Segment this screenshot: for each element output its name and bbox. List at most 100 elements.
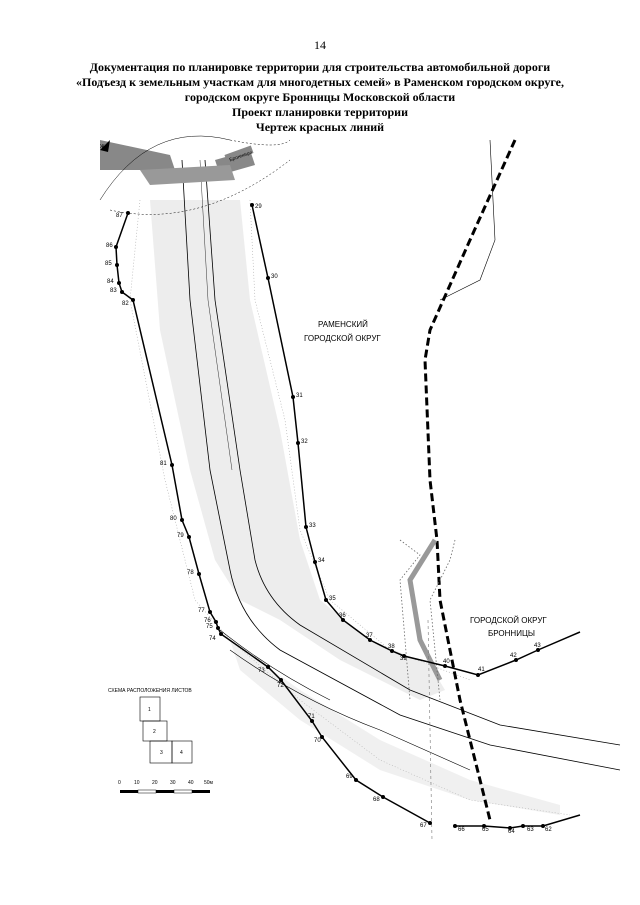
point-label-64: 64 xyxy=(508,829,515,835)
point-marker-30 xyxy=(266,276,270,280)
bronnitsy-label-1: ГОРОДСКОЙ ОКРУГ xyxy=(470,616,547,625)
point-label-81: 81 xyxy=(160,461,167,467)
point-label-82: 82 xyxy=(122,301,129,307)
point-marker-37 xyxy=(368,638,372,642)
ditch xyxy=(399,538,456,841)
title-line-3: городском округе Бронницы Московской обл… xyxy=(184,90,456,104)
point-marker-69 xyxy=(354,778,358,782)
point-label-69: 69 xyxy=(346,774,353,780)
point-marker-64 xyxy=(508,826,512,830)
point-label-39: 39 xyxy=(400,656,407,662)
point-label-38: 38 xyxy=(388,644,395,650)
title-line-4: Проект планировки территории xyxy=(231,105,409,119)
point-label-87: 87 xyxy=(116,213,123,219)
construction-zone xyxy=(150,200,560,815)
point-label-68: 68 xyxy=(373,797,380,803)
point-label-72: 72 xyxy=(277,683,284,689)
scale-tick-50: 50м xyxy=(204,780,214,786)
point-label-71: 71 xyxy=(308,714,315,720)
point-marker-75 xyxy=(216,626,220,630)
point-label-76: 76 xyxy=(204,618,211,624)
point-label-36: 36 xyxy=(339,613,346,619)
ramensky-label-2: ГОРОДСКОЙ ОКРУГ xyxy=(304,334,381,343)
point-marker-77 xyxy=(208,610,212,614)
point-marker-87 xyxy=(126,211,130,215)
point-label-67: 67 xyxy=(420,823,427,829)
point-label-66: 66 xyxy=(458,827,465,833)
point-marker-65 xyxy=(482,824,486,828)
point-label-73: 73 xyxy=(258,668,265,674)
point-label-83: 83 xyxy=(110,288,117,294)
point-marker-85 xyxy=(115,263,119,267)
point-label-63: 63 xyxy=(527,827,534,833)
point-marker-63 xyxy=(521,824,525,828)
point-label-78: 78 xyxy=(187,570,194,576)
point-marker-80 xyxy=(180,518,184,522)
point-marker-86 xyxy=(114,245,118,249)
bronnitsy-label-2: БРОННИЦЫ xyxy=(488,629,535,638)
sheet-1: 1 xyxy=(148,707,151,713)
point-marker-67 xyxy=(428,821,432,825)
point-label-30: 30 xyxy=(271,274,278,280)
north-junction: Бронницы Ж xyxy=(99,135,291,215)
scale-bar: 0 10 20 30 40 50м xyxy=(118,780,214,794)
point-label-33: 33 xyxy=(309,523,316,529)
municipal-boundary xyxy=(423,139,517,821)
ramensky-label-1: РАМЕНСКИЙ xyxy=(318,320,368,329)
point-label-29: 29 xyxy=(255,204,262,210)
north-label: Ж xyxy=(100,144,105,150)
point-markers: 8786858483828180797877767574737271706968… xyxy=(105,203,552,835)
point-label-79: 79 xyxy=(177,533,184,539)
point-marker-38 xyxy=(390,649,394,653)
point-marker-73 xyxy=(266,665,270,669)
scale-tick-20: 20 xyxy=(152,780,158,786)
point-marker-70 xyxy=(320,735,324,739)
document-title: Документация по планировке территории дл… xyxy=(40,60,600,135)
red-line-south xyxy=(455,814,581,829)
point-marker-36 xyxy=(341,618,345,622)
point-marker-71 xyxy=(310,719,314,723)
sheet-scheme: СХЕМА РАСПОЛОЖЕНИЯ ЛИСТОВ 1 2 3 4 xyxy=(108,688,192,764)
point-label-75: 75 xyxy=(206,624,213,630)
point-label-85: 85 xyxy=(105,261,112,267)
point-label-34: 34 xyxy=(318,558,325,564)
point-label-70: 70 xyxy=(314,738,321,744)
point-label-77: 77 xyxy=(198,608,205,614)
point-label-41: 41 xyxy=(478,667,485,673)
page-number: 14 xyxy=(314,38,326,52)
boundary-thin xyxy=(439,139,496,301)
point-marker-32 xyxy=(296,441,300,445)
point-label-62: 62 xyxy=(545,827,552,833)
scale-tick-40: 40 xyxy=(188,780,194,786)
point-marker-31 xyxy=(291,395,295,399)
point-marker-82 xyxy=(131,298,135,302)
point-marker-81 xyxy=(170,463,174,467)
point-label-84: 84 xyxy=(107,279,114,285)
point-marker-29 xyxy=(250,203,254,207)
point-marker-39 xyxy=(402,654,406,658)
point-marker-66 xyxy=(453,824,457,828)
title-line-1: Документация по планировке территории дл… xyxy=(89,60,551,74)
point-marker-84 xyxy=(117,281,121,285)
point-label-32: 32 xyxy=(301,439,308,445)
point-marker-79 xyxy=(187,535,191,539)
point-marker-33 xyxy=(304,525,308,529)
point-marker-83 xyxy=(120,290,124,294)
point-label-40: 40 xyxy=(443,659,450,665)
scale-tick-10: 10 xyxy=(134,780,140,786)
point-label-74: 74 xyxy=(209,636,216,642)
point-marker-41 xyxy=(476,673,480,677)
title-line-5: Чертеж красных линий xyxy=(255,120,385,134)
point-marker-40 xyxy=(443,664,447,668)
sheet-4: 4 xyxy=(180,750,183,756)
point-marker-72 xyxy=(279,678,283,682)
red-line-east xyxy=(251,204,581,676)
side-roads xyxy=(219,629,471,771)
point-marker-42 xyxy=(514,658,518,662)
point-label-65: 65 xyxy=(482,827,489,833)
point-marker-43 xyxy=(536,648,540,652)
point-label-80: 80 xyxy=(170,516,177,522)
sheet-2: 2 xyxy=(153,729,156,735)
point-marker-68 xyxy=(381,795,385,799)
